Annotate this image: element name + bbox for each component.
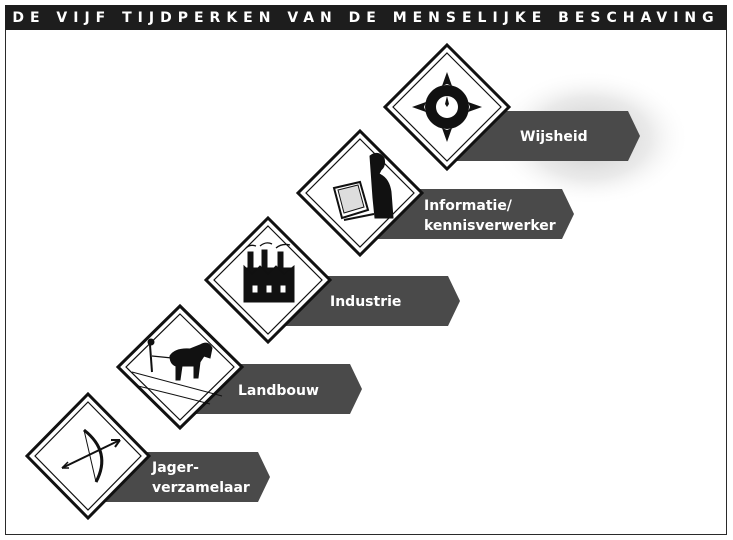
compass-icon (412, 72, 482, 142)
computer-worker-icon (332, 152, 394, 221)
label-agriculture: Landbouw (238, 383, 319, 399)
factory-icon (243, 242, 295, 303)
stage-agriculture: Landbouw (115, 303, 362, 431)
label-industry: Industrie (330, 294, 401, 310)
diagram-title: DE VIJF TIJDPERKEN VAN DE MENSELIJKE BES… (5, 5, 727, 30)
label-hunter-gatherer-1: Jager- (151, 460, 199, 476)
label-information-1: Informatie/ (424, 198, 513, 214)
horse-plough-icon (131, 338, 223, 405)
label-wisdom: Wijsheid (520, 129, 588, 145)
stage-industry: Industrie (203, 215, 460, 345)
label-information-2: kennisverwerker (424, 218, 556, 234)
stage-hunter-gatherer: Jager- verzamelaar (24, 391, 270, 521)
stage-wisdom: Wijsheid (382, 42, 640, 172)
label-hunter-gatherer-2: verzamelaar (152, 480, 250, 496)
banner-information (372, 189, 574, 239)
banner-industry (282, 276, 460, 326)
bow-and-arrow-icon (61, 428, 121, 483)
banner-wisdom (455, 111, 640, 161)
stage-information: Informatie/ kennisverwerker (295, 128, 574, 258)
